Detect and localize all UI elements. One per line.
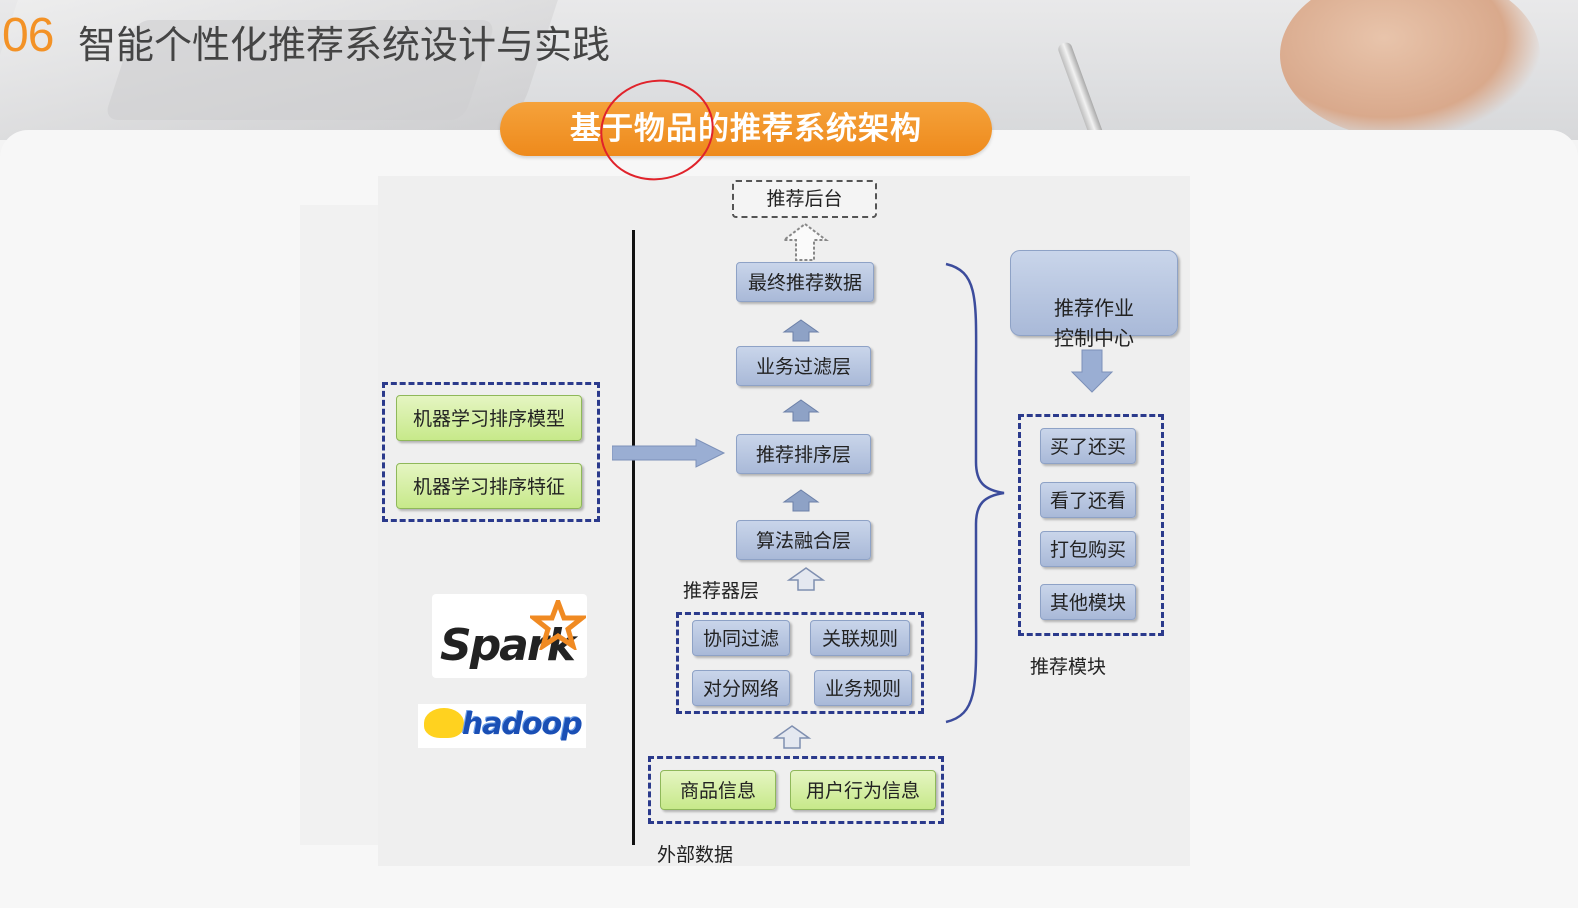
recommender-layer-label: 推荐器层 [683, 580, 760, 602]
recommender-item: 关联规则 [810, 620, 910, 656]
star-icon [530, 600, 586, 650]
modules-frame [1018, 414, 1164, 636]
module-item-label: 其他模块 [1049, 592, 1126, 614]
module-item-label: 买了还买 [1049, 436, 1126, 458]
curly-brace-icon [945, 262, 1005, 724]
side-strip [300, 205, 378, 845]
hollow-arrow-up-icon [772, 725, 812, 749]
ml-item-label: 机器学习排序特征 [412, 476, 565, 498]
recommender-item-label: 业务规则 [824, 678, 901, 700]
slide-number: 06 [2, 9, 54, 62]
recommender-item-label: 协同过滤 [702, 628, 779, 650]
divider-line [632, 230, 635, 845]
external-data-frame [648, 756, 944, 824]
pipeline-box-label: 推荐排序层 [755, 444, 851, 466]
module-item: 打包购买 [1040, 531, 1136, 567]
pipeline-box-label: 最终推荐数据 [747, 272, 862, 294]
pipeline-box-label: 业务过滤层 [755, 356, 851, 378]
arrow-up-icon [782, 319, 820, 342]
arrow-up-icon [782, 399, 820, 422]
arrow-down-icon [1070, 349, 1114, 393]
pipeline-box-final: 最终推荐数据 [736, 262, 874, 302]
recommender-layer-frame [676, 612, 924, 714]
pipeline-box-fusion: 算法融合层 [736, 520, 871, 560]
modules-label: 推荐模块 [1030, 656, 1107, 678]
slide-title: 智能个性化推荐系统设计与实践 [78, 23, 611, 67]
control-center-box: 推荐作业 控制中心 [1010, 250, 1178, 350]
external-data-item: 用户行为信息 [790, 770, 936, 810]
external-data-item: 商品信息 [660, 770, 776, 810]
hollow-arrow-up-icon [786, 567, 826, 591]
backend-box-label: 推荐后台 [766, 188, 843, 210]
module-item: 买了还买 [1040, 428, 1136, 464]
arrow-right-icon [612, 438, 726, 468]
control-center-label: 推荐作业 控制中心 [1054, 296, 1134, 350]
module-item: 看了还看 [1040, 482, 1136, 518]
external-data-item-label: 用户行为信息 [805, 780, 920, 802]
module-item-label: 打包购买 [1049, 539, 1126, 561]
pen-photo [1056, 40, 1108, 140]
backend-box: 推荐后台 [732, 180, 877, 218]
recommender-item: 对分网络 [692, 670, 790, 706]
hand-photo [1280, 0, 1540, 140]
recommender-item-label: 关联规则 [821, 628, 898, 650]
ml-item-label: 机器学习排序模型 [412, 408, 565, 430]
ml-item: 机器学习排序模型 [396, 395, 582, 441]
hadoop-logo-text: hadoop [462, 707, 583, 742]
external-data-item-label: 商品信息 [679, 780, 756, 802]
recommender-item: 协同过滤 [692, 620, 790, 656]
module-item-label: 看了还看 [1049, 490, 1126, 512]
banner-title: 基于物品的推荐系统架构 [500, 102, 992, 156]
elephant-icon [424, 708, 464, 738]
ml-group-frame [382, 382, 600, 522]
external-data-label: 外部数据 [657, 844, 734, 866]
pipeline-box-filter: 业务过滤层 [736, 346, 871, 386]
recommender-item: 业务规则 [814, 670, 912, 706]
pipeline-box-ranking: 推荐排序层 [736, 434, 871, 474]
hollow-arrow-up-icon [781, 222, 829, 261]
spark-logo-text: Spark [440, 620, 576, 671]
pipeline-box-label: 算法融合层 [755, 530, 851, 552]
module-item: 其他模块 [1040, 584, 1136, 620]
recommender-item-label: 对分网络 [702, 678, 779, 700]
arrow-up-icon [782, 489, 820, 512]
ml-item: 机器学习排序特征 [396, 463, 582, 509]
